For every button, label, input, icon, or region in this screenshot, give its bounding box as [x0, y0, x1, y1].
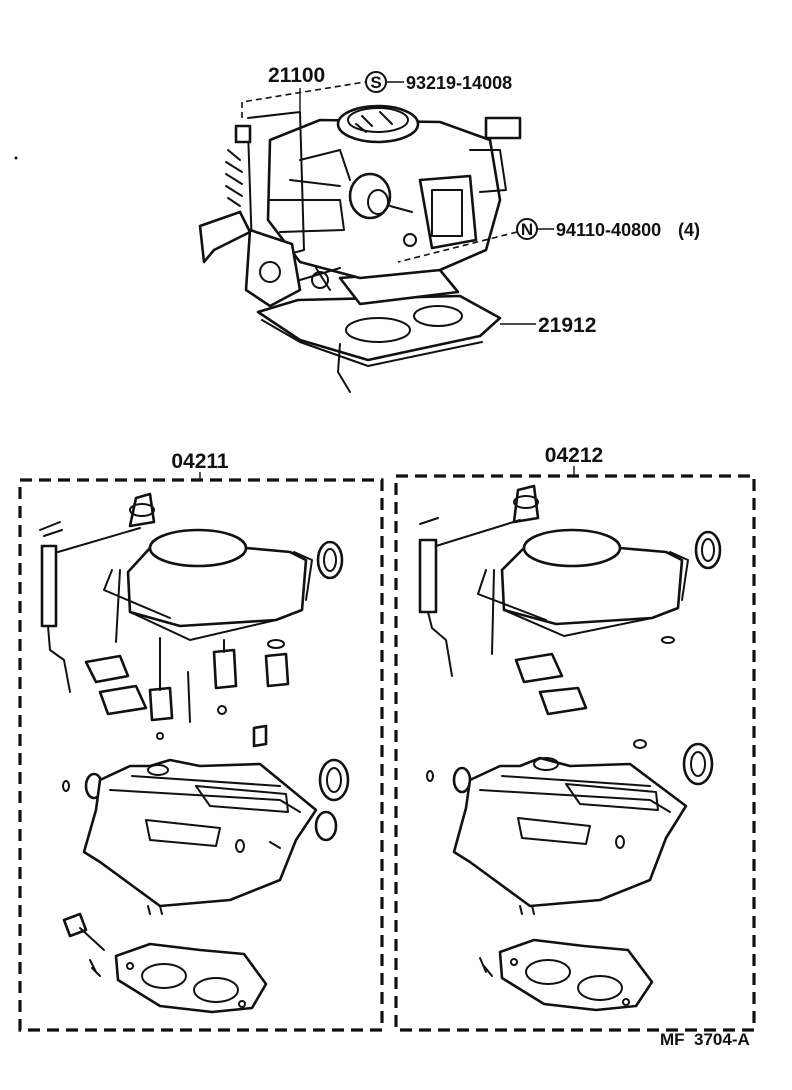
kit-left-parts	[39, 492, 350, 1014]
kit-right-parts	[418, 484, 722, 1012]
kit-left-box	[18, 478, 384, 1032]
insulator-plate	[256, 294, 502, 393]
stray-mark	[14, 156, 18, 160]
kit-right-part-number: 04212	[545, 444, 603, 467]
kit-left-part-number: 04211	[171, 450, 229, 473]
screw-symbol: S	[370, 73, 381, 92]
carburetor-assembly	[198, 104, 522, 393]
footer-reference: 3704-A	[694, 1030, 750, 1049]
nut-leader-line	[397, 231, 518, 263]
screw-part-number: 93219-14008	[406, 73, 512, 93]
nut-symbol: N	[521, 220, 533, 239]
assembly-bracket-line	[241, 81, 366, 118]
carburetor-body	[198, 104, 522, 308]
footer-code: MF	[660, 1030, 685, 1049]
nut-part-number: 94110-40800	[556, 220, 661, 240]
assembly-part-number: 21100	[268, 64, 325, 87]
nut-quantity: (4)	[678, 220, 700, 240]
kit-right-box	[394, 474, 756, 1032]
insulator-part-number: 21912	[538, 314, 596, 337]
